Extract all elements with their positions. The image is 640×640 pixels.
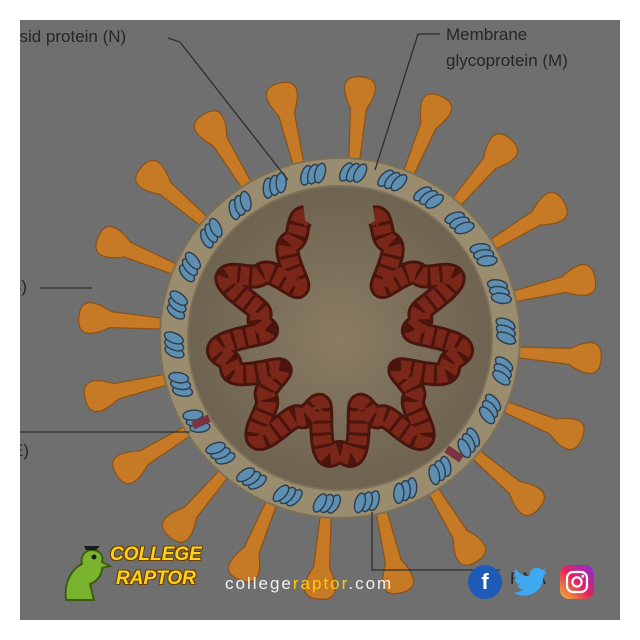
leader-line-n: [167, 37, 289, 181]
instagram-icon[interactable]: [560, 565, 594, 599]
spike-protein: [112, 421, 199, 485]
membrane-glycoproteins: [163, 162, 517, 514]
url-highlight: raptor: [292, 574, 349, 593]
membrane-protein: [199, 217, 223, 249]
coronavirus-diagram: [20, 33, 602, 600]
membrane-protein: [178, 251, 202, 283]
leader-line-m: [374, 33, 440, 171]
spike-protein: [228, 492, 281, 583]
spike-protein: [78, 302, 172, 334]
spike-protein: [161, 463, 235, 543]
envelope-protein-marker: [191, 414, 211, 430]
spike-proteins: [78, 76, 602, 600]
url-prefix: college: [225, 574, 293, 593]
raptor-mascot-icon: [64, 546, 113, 601]
membrane-protein: [353, 490, 380, 514]
spike-protein: [423, 479, 487, 566]
membrane-protein: [236, 467, 267, 490]
spike-protein: [135, 159, 215, 233]
spike-protein: [399, 93, 452, 184]
url-suffix: .com: [348, 574, 394, 593]
rna-strand: [205, 205, 475, 468]
spike-protein: [481, 191, 568, 255]
membrane-label-line1: Membrane: [446, 25, 528, 44]
logo-text-college: COLLEGE: [110, 544, 202, 565]
spike-protein: [445, 133, 519, 213]
membrane-protein: [413, 186, 444, 209]
membrane-protein: [457, 427, 481, 459]
figure-frame: psid protein (N) Membrane glycoprotein (…: [20, 20, 620, 620]
twitter-icon[interactable]: [514, 565, 548, 599]
membrane-protein: [486, 279, 512, 305]
membrane-protein: [492, 356, 514, 386]
spike-label: S): [20, 277, 27, 296]
spike-protein: [193, 110, 257, 197]
membrane-protein: [469, 242, 498, 267]
membrane-protein: [262, 171, 287, 199]
spike-protein: [83, 371, 177, 413]
spike-protein: [95, 226, 186, 279]
membrane-protein: [168, 371, 194, 397]
membrane-protein: [428, 455, 452, 486]
nucleocapsid-label: psid protein (N): [20, 27, 127, 46]
spike-protein: [494, 397, 585, 450]
spike-protein: [503, 263, 597, 305]
college-raptor-logo[interactable]: COLLEGE RAPTOR: [56, 540, 202, 606]
membrane-protein: [312, 493, 342, 514]
envelope-protein-marker: [444, 445, 464, 463]
spike-protein: [373, 501, 415, 595]
membrane-protein: [300, 162, 327, 186]
rna-outline: [205, 205, 475, 468]
membrane-protein: [163, 331, 185, 359]
spike-protein: [304, 506, 336, 600]
facebook-glyph: f: [481, 569, 489, 594]
membrane-protein: [393, 477, 418, 505]
leader-line-rna: [371, 512, 500, 571]
membrane-protein: [444, 211, 475, 235]
membrane-protein: [495, 317, 517, 345]
logo-text-raptor: RAPTOR: [116, 568, 196, 589]
membrane-protein: [228, 190, 252, 221]
spike-protein: [265, 81, 307, 175]
membrane-protein: [478, 393, 502, 425]
spike-protein: [344, 76, 376, 170]
membrane-protein: [205, 441, 236, 465]
spike-protein: [465, 443, 545, 517]
membrane-protein: [272, 484, 303, 507]
instagram-camera-glyph: [565, 570, 589, 594]
facebook-icon[interactable]: f: [468, 565, 502, 599]
membrane-protein: [166, 290, 188, 320]
membrane-protein: [338, 162, 368, 183]
envelope-label: E): [20, 441, 29, 460]
membrane-protein: [377, 169, 408, 192]
leader-lines: [20, 33, 500, 571]
spike-protein: [508, 342, 602, 374]
twitter-bird-glyph: [514, 567, 547, 596]
membrane-label-line2: glycoprotein (M): [446, 51, 568, 70]
website-url[interactable]: collegeraptor.com: [225, 574, 393, 594]
